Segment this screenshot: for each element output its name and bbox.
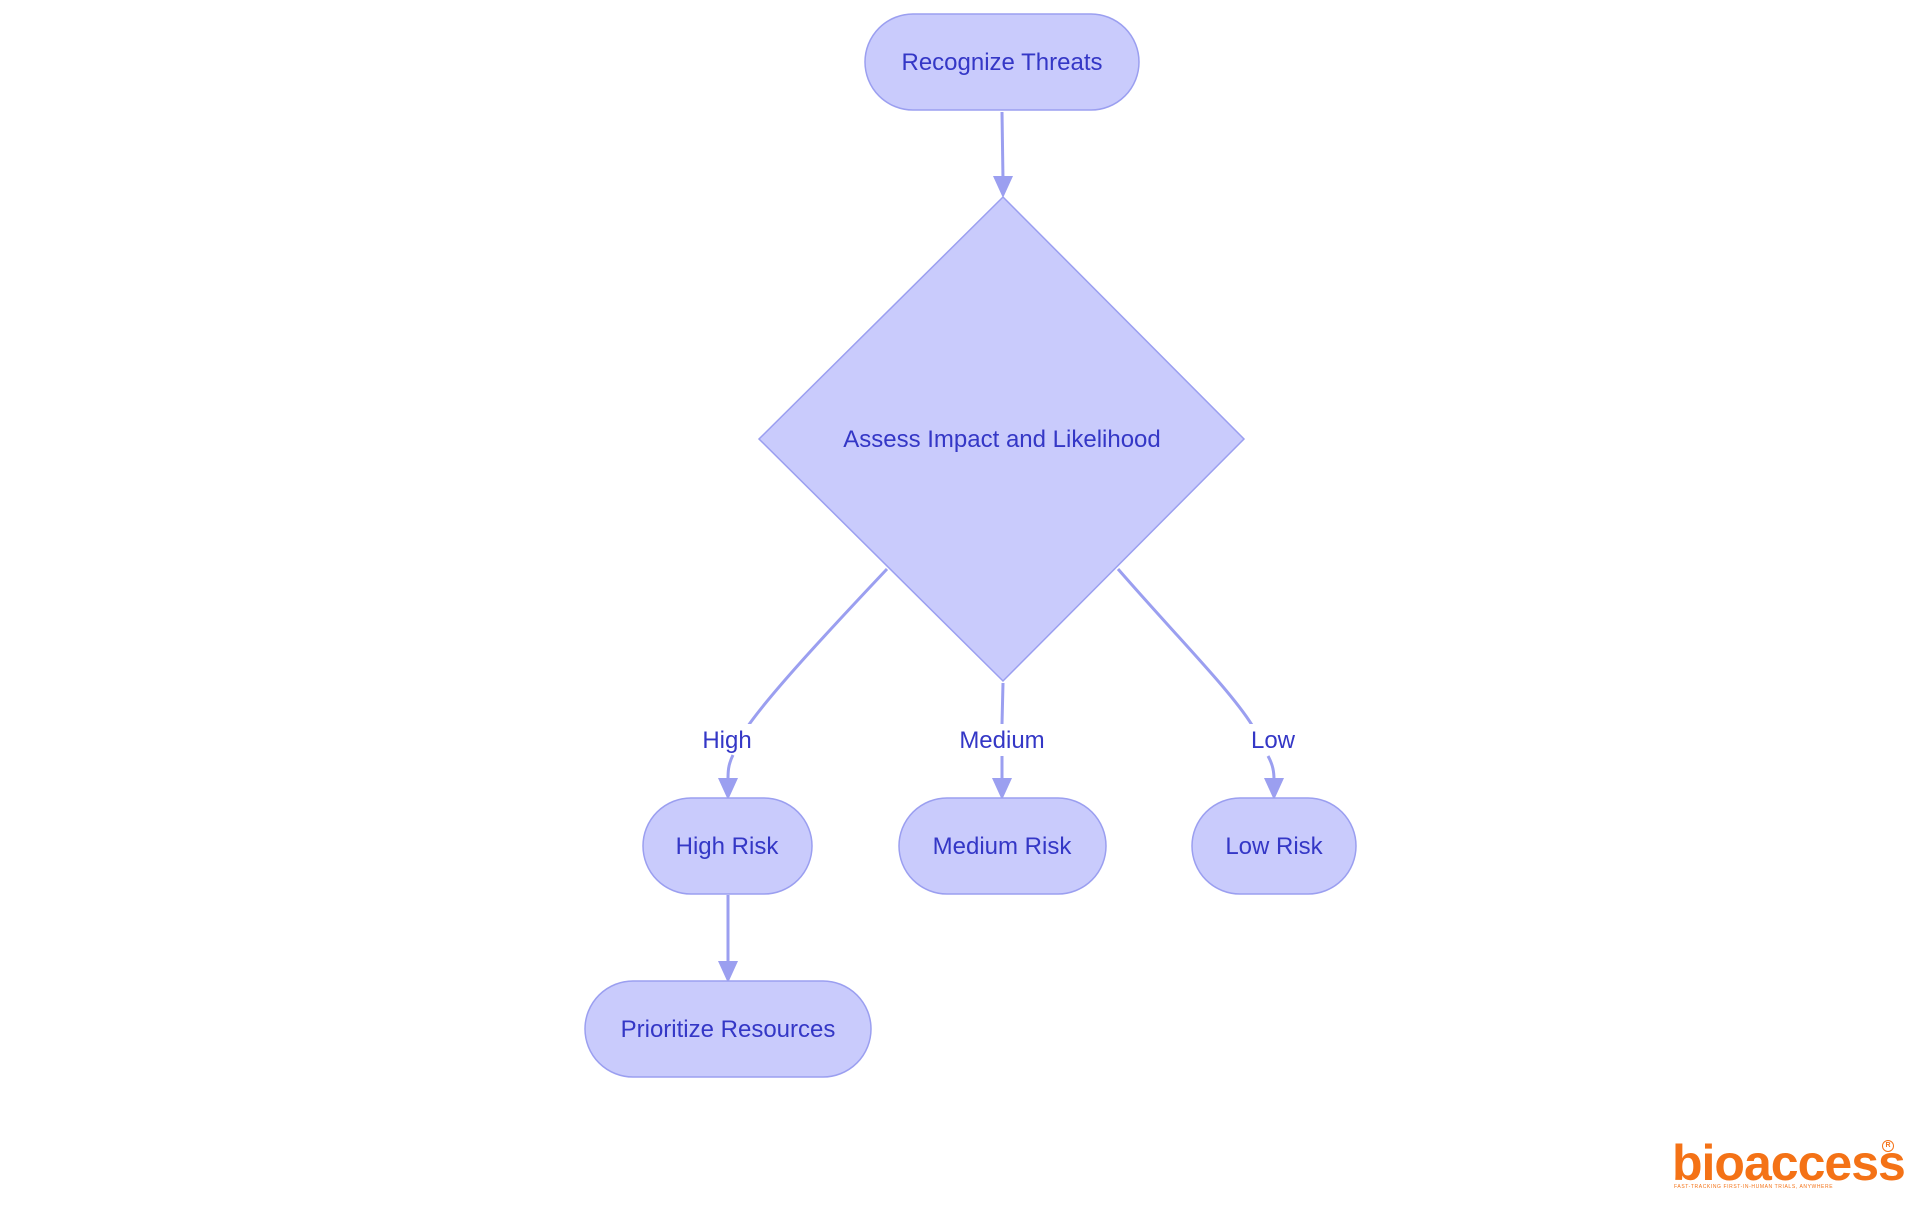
logo-tagline: FAST-TRACKING FIRST-IN-HUMAN TRIALS, ANY… (1674, 1184, 1834, 1190)
logo-wordmark: bioaccess (1672, 1135, 1906, 1191)
edge-assess-to-low (1116, 568, 1254, 726)
node-high-risk: High Risk (642, 797, 813, 895)
edge-assess-to-medium (1000, 682, 1005, 725)
node-medium-risk-label: Medium Risk (933, 833, 1073, 860)
arrowhead (992, 778, 1012, 800)
edge-label-high-text: High (702, 727, 751, 754)
edge-label-low-text: Low (1251, 727, 1296, 754)
node-prioritize-resources: Prioritize Resources (584, 980, 872, 1078)
edge-high-label-to-high-risk (726, 754, 735, 781)
node-high-risk-label: High Risk (676, 833, 780, 860)
arrowhead (718, 778, 738, 800)
arrowhead (1264, 778, 1284, 800)
node-low-risk: Low Risk (1191, 797, 1357, 895)
node-assess-decision: Assess Impact and Likelihood (757, 195, 1246, 683)
bioaccess-logo: bioaccess R FAST-TRACKING FIRST-IN-HUMAN… (1672, 1138, 1906, 1194)
node-medium-risk: Medium Risk (898, 797, 1107, 895)
arrowhead (718, 961, 738, 983)
registered-mark-icon: R (1882, 1140, 1894, 1152)
node-prioritize-label: Prioritize Resources (621, 1016, 836, 1043)
arrowhead (993, 176, 1013, 198)
edge-label-low: Low (1247, 724, 1299, 754)
edge-label-high: High (696, 724, 758, 754)
edge-recognize-to-assess (1000, 111, 1005, 181)
node-recognize-threats: Recognize Threats (864, 13, 1140, 111)
edge-low-label-to-low-risk (1266, 755, 1276, 781)
node-recognize-threats-label: Recognize Threats (902, 49, 1103, 76)
edge-label-medium: Medium (954, 724, 1050, 754)
edge-assess-to-high (740, 567, 889, 736)
node-low-risk-label: Low Risk (1225, 833, 1323, 860)
edge-label-medium-text: Medium (959, 727, 1044, 754)
node-assess-label: Assess Impact and Likelihood (843, 426, 1161, 453)
